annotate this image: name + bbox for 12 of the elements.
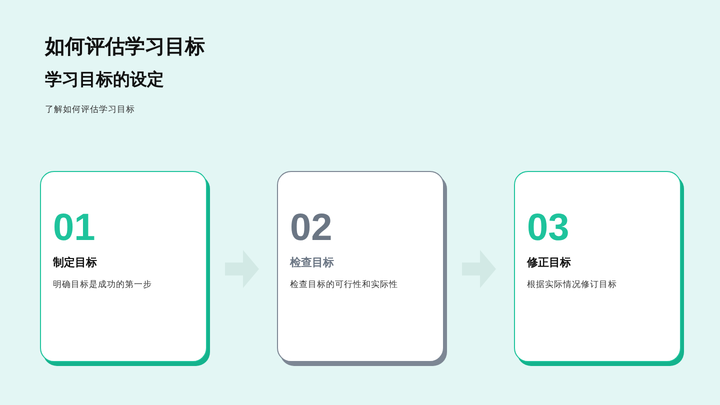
step-description: 根据实际情况修订目标 (527, 279, 618, 291)
step-heading: 修正目标 (527, 256, 571, 270)
description-text: 了解如何评估学习目标 (45, 104, 135, 116)
step-description: 检查目标的可行性和实际性 (290, 279, 399, 291)
subtitle: 学习目标的设定 (45, 69, 164, 91)
step-number: 01 (53, 206, 96, 250)
title: 如何评估学习目标 (45, 33, 205, 60)
step-heading: 检查目标 (290, 256, 334, 270)
step-number: 03 (527, 206, 570, 250)
step-description: 明确目标是成功的第一步 (53, 279, 153, 291)
step-heading: 制定目标 (53, 256, 97, 270)
step-number: 02 (290, 206, 332, 250)
